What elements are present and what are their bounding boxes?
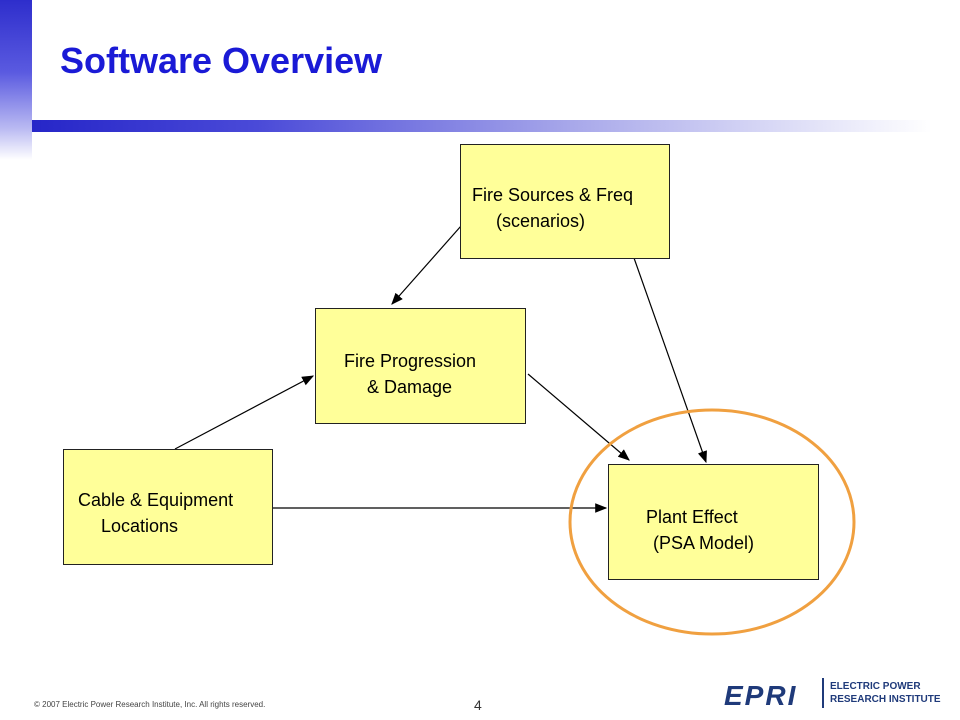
page-number: 4	[474, 697, 482, 713]
node-plant-effect-line2: (PSA Model)	[653, 533, 755, 553]
epri-logo: EPRI ELECTRIC POWER RESEARCH INSTITUTE	[724, 674, 944, 714]
node-plant-effect: Plant Effect (PSA Model)	[608, 464, 819, 580]
node-fire-progression: Fire Progression & Damage	[315, 308, 526, 424]
node-fire-progression-line2: & Damage	[367, 377, 453, 397]
node-fire-sources-line1: Fire Sources & Freq	[472, 185, 634, 205]
node-fire-progression-line1: Fire Progression	[344, 351, 477, 371]
slide-title: Software Overview	[60, 40, 383, 81]
node-fire-sources: Fire Sources & Freq (scenarios)	[460, 144, 670, 259]
logo-text-line1: ELECTRIC POWER	[830, 681, 921, 692]
node-cable-equipment-line2: Locations	[101, 516, 179, 536]
title-underline-bar	[32, 120, 932, 132]
side-accent-bar	[0, 0, 32, 160]
node-plant-effect-line1: Plant Effect	[646, 507, 738, 527]
arrow-sources-to-plant	[633, 257, 707, 464]
highlight-circle	[568, 408, 856, 636]
node-cable-equipment: Cable & Equipment Locations	[63, 449, 273, 565]
footer-copyright: © 2007 Electric Power Research Institute…	[34, 700, 266, 709]
epri-logo-text: ELECTRIC POWER RESEARCH INSTITUTE	[830, 680, 941, 706]
logo-text-line2: RESEARCH INSTITUTE	[830, 694, 941, 705]
arrow-progression-to-plant	[527, 373, 630, 461]
arrow-sources-to-progression	[391, 225, 462, 305]
node-fire-sources-line2: (scenarios)	[496, 211, 586, 231]
epri-logo-mark: EPRI	[724, 680, 798, 711]
node-cable-equipment-line1: Cable & Equipment	[78, 490, 234, 510]
arrow-cable-to-progression	[174, 375, 315, 450]
logo-divider	[822, 678, 824, 708]
